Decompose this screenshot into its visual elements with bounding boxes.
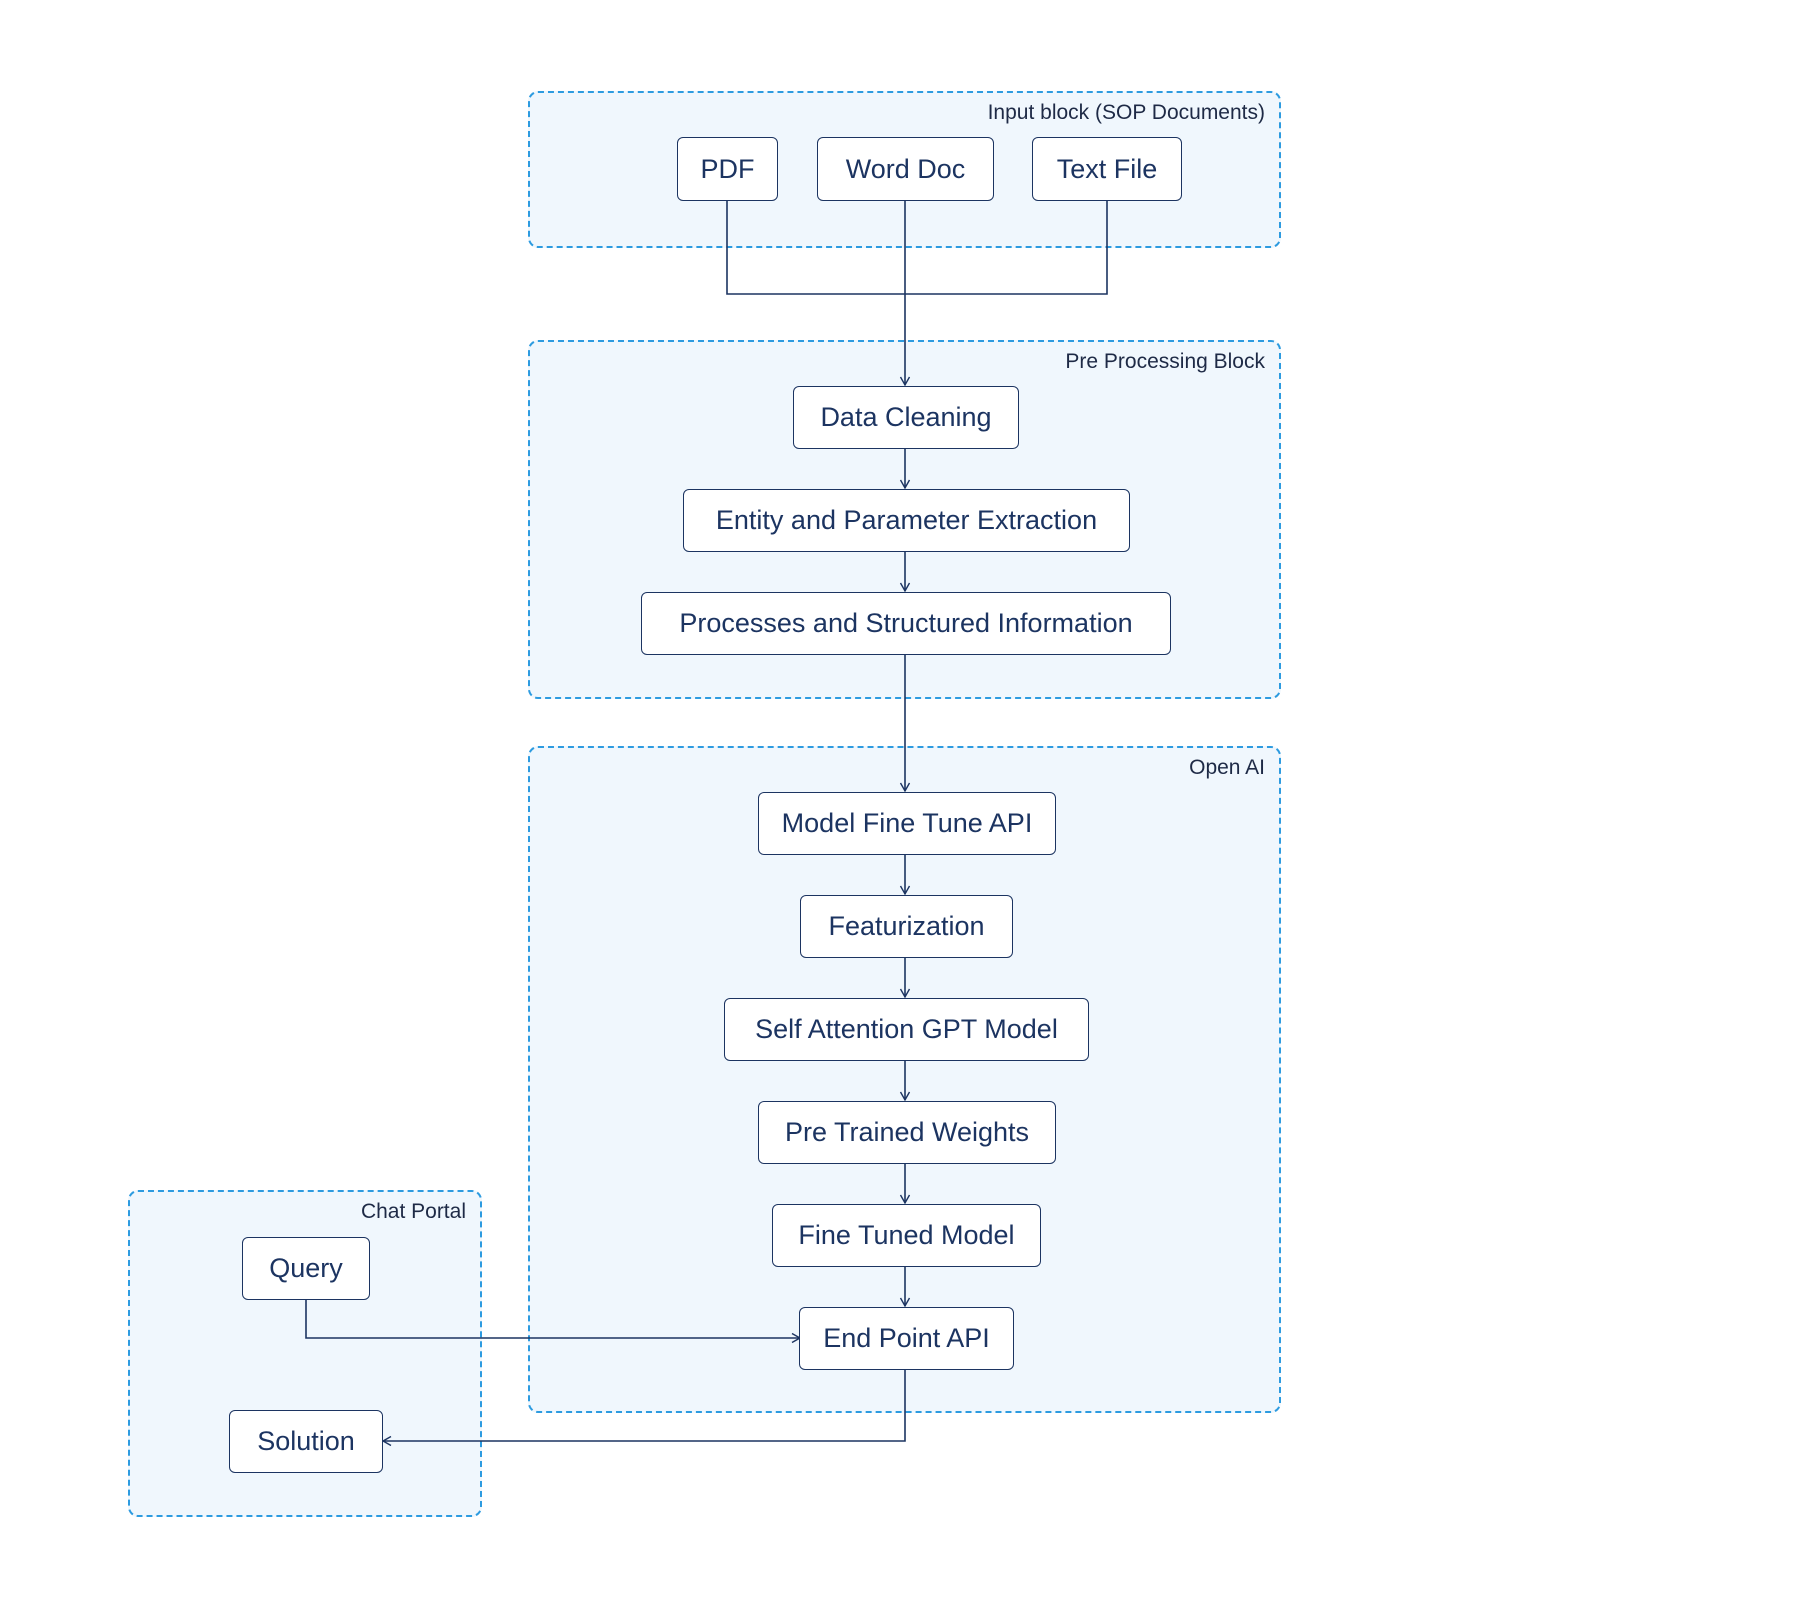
chat-portal-title: Chat Portal bbox=[360, 1200, 466, 1223]
node-data-cleaning: Data Cleaning bbox=[793, 386, 1019, 449]
node-pdf: PDF bbox=[677, 137, 778, 201]
node-endpoint-api: End Point API bbox=[799, 1307, 1014, 1370]
node-entity-extraction: Entity and Parameter Extraction bbox=[683, 489, 1130, 552]
node-fine-tuned-model: Fine Tuned Model bbox=[772, 1204, 1041, 1267]
node-text-file: Text File bbox=[1032, 137, 1182, 201]
node-query: Query bbox=[242, 1237, 370, 1300]
node-pretrained-weights: Pre Trained Weights bbox=[758, 1101, 1056, 1164]
preprocessing-block-title: Pre Processing Block bbox=[1065, 350, 1265, 373]
node-solution: Solution bbox=[229, 1410, 383, 1473]
node-word-doc: Word Doc bbox=[817, 137, 994, 201]
node-structured-info: Processes and Structured Information bbox=[641, 592, 1171, 655]
input-block-title: Input block (SOP Documents) bbox=[987, 101, 1265, 124]
openai-title: Open AI bbox=[1189, 756, 1265, 779]
node-gpt-model: Self Attention GPT Model bbox=[724, 998, 1089, 1061]
node-featurization: Featurization bbox=[800, 895, 1013, 958]
node-fine-tune-api: Model Fine Tune API bbox=[758, 792, 1056, 855]
